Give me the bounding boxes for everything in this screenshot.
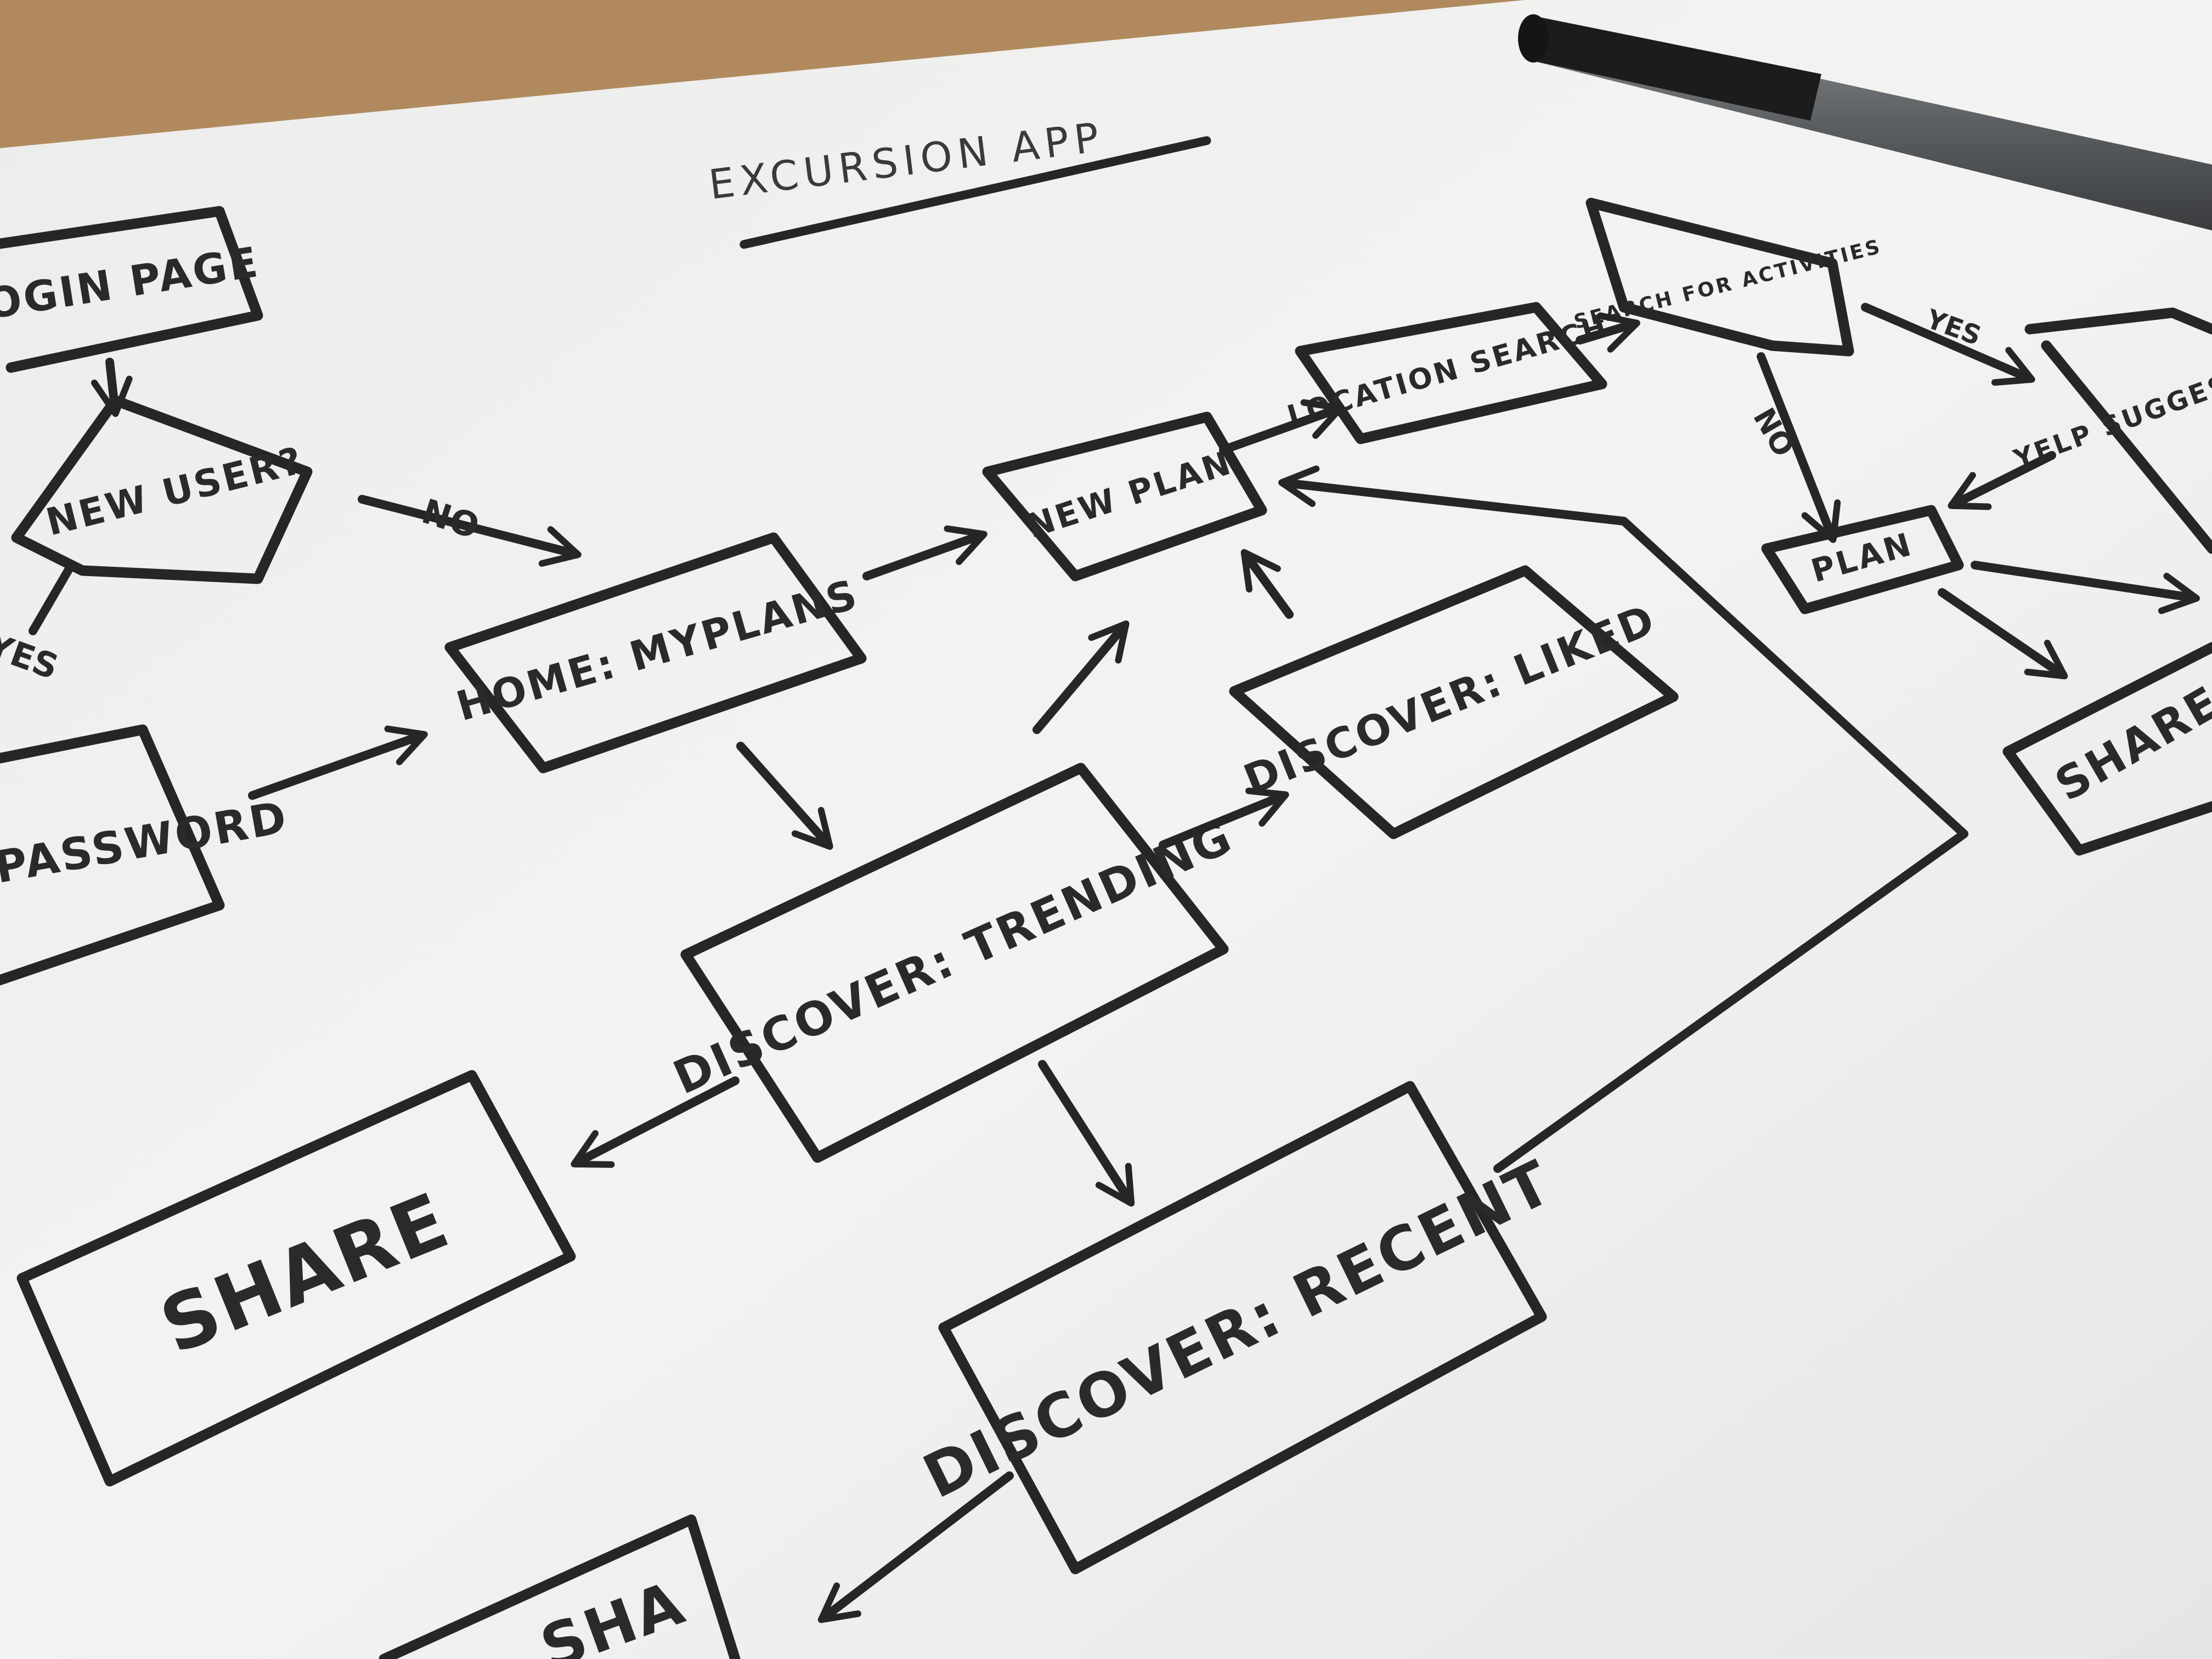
edge-login-to-newuser: [110, 362, 115, 411]
